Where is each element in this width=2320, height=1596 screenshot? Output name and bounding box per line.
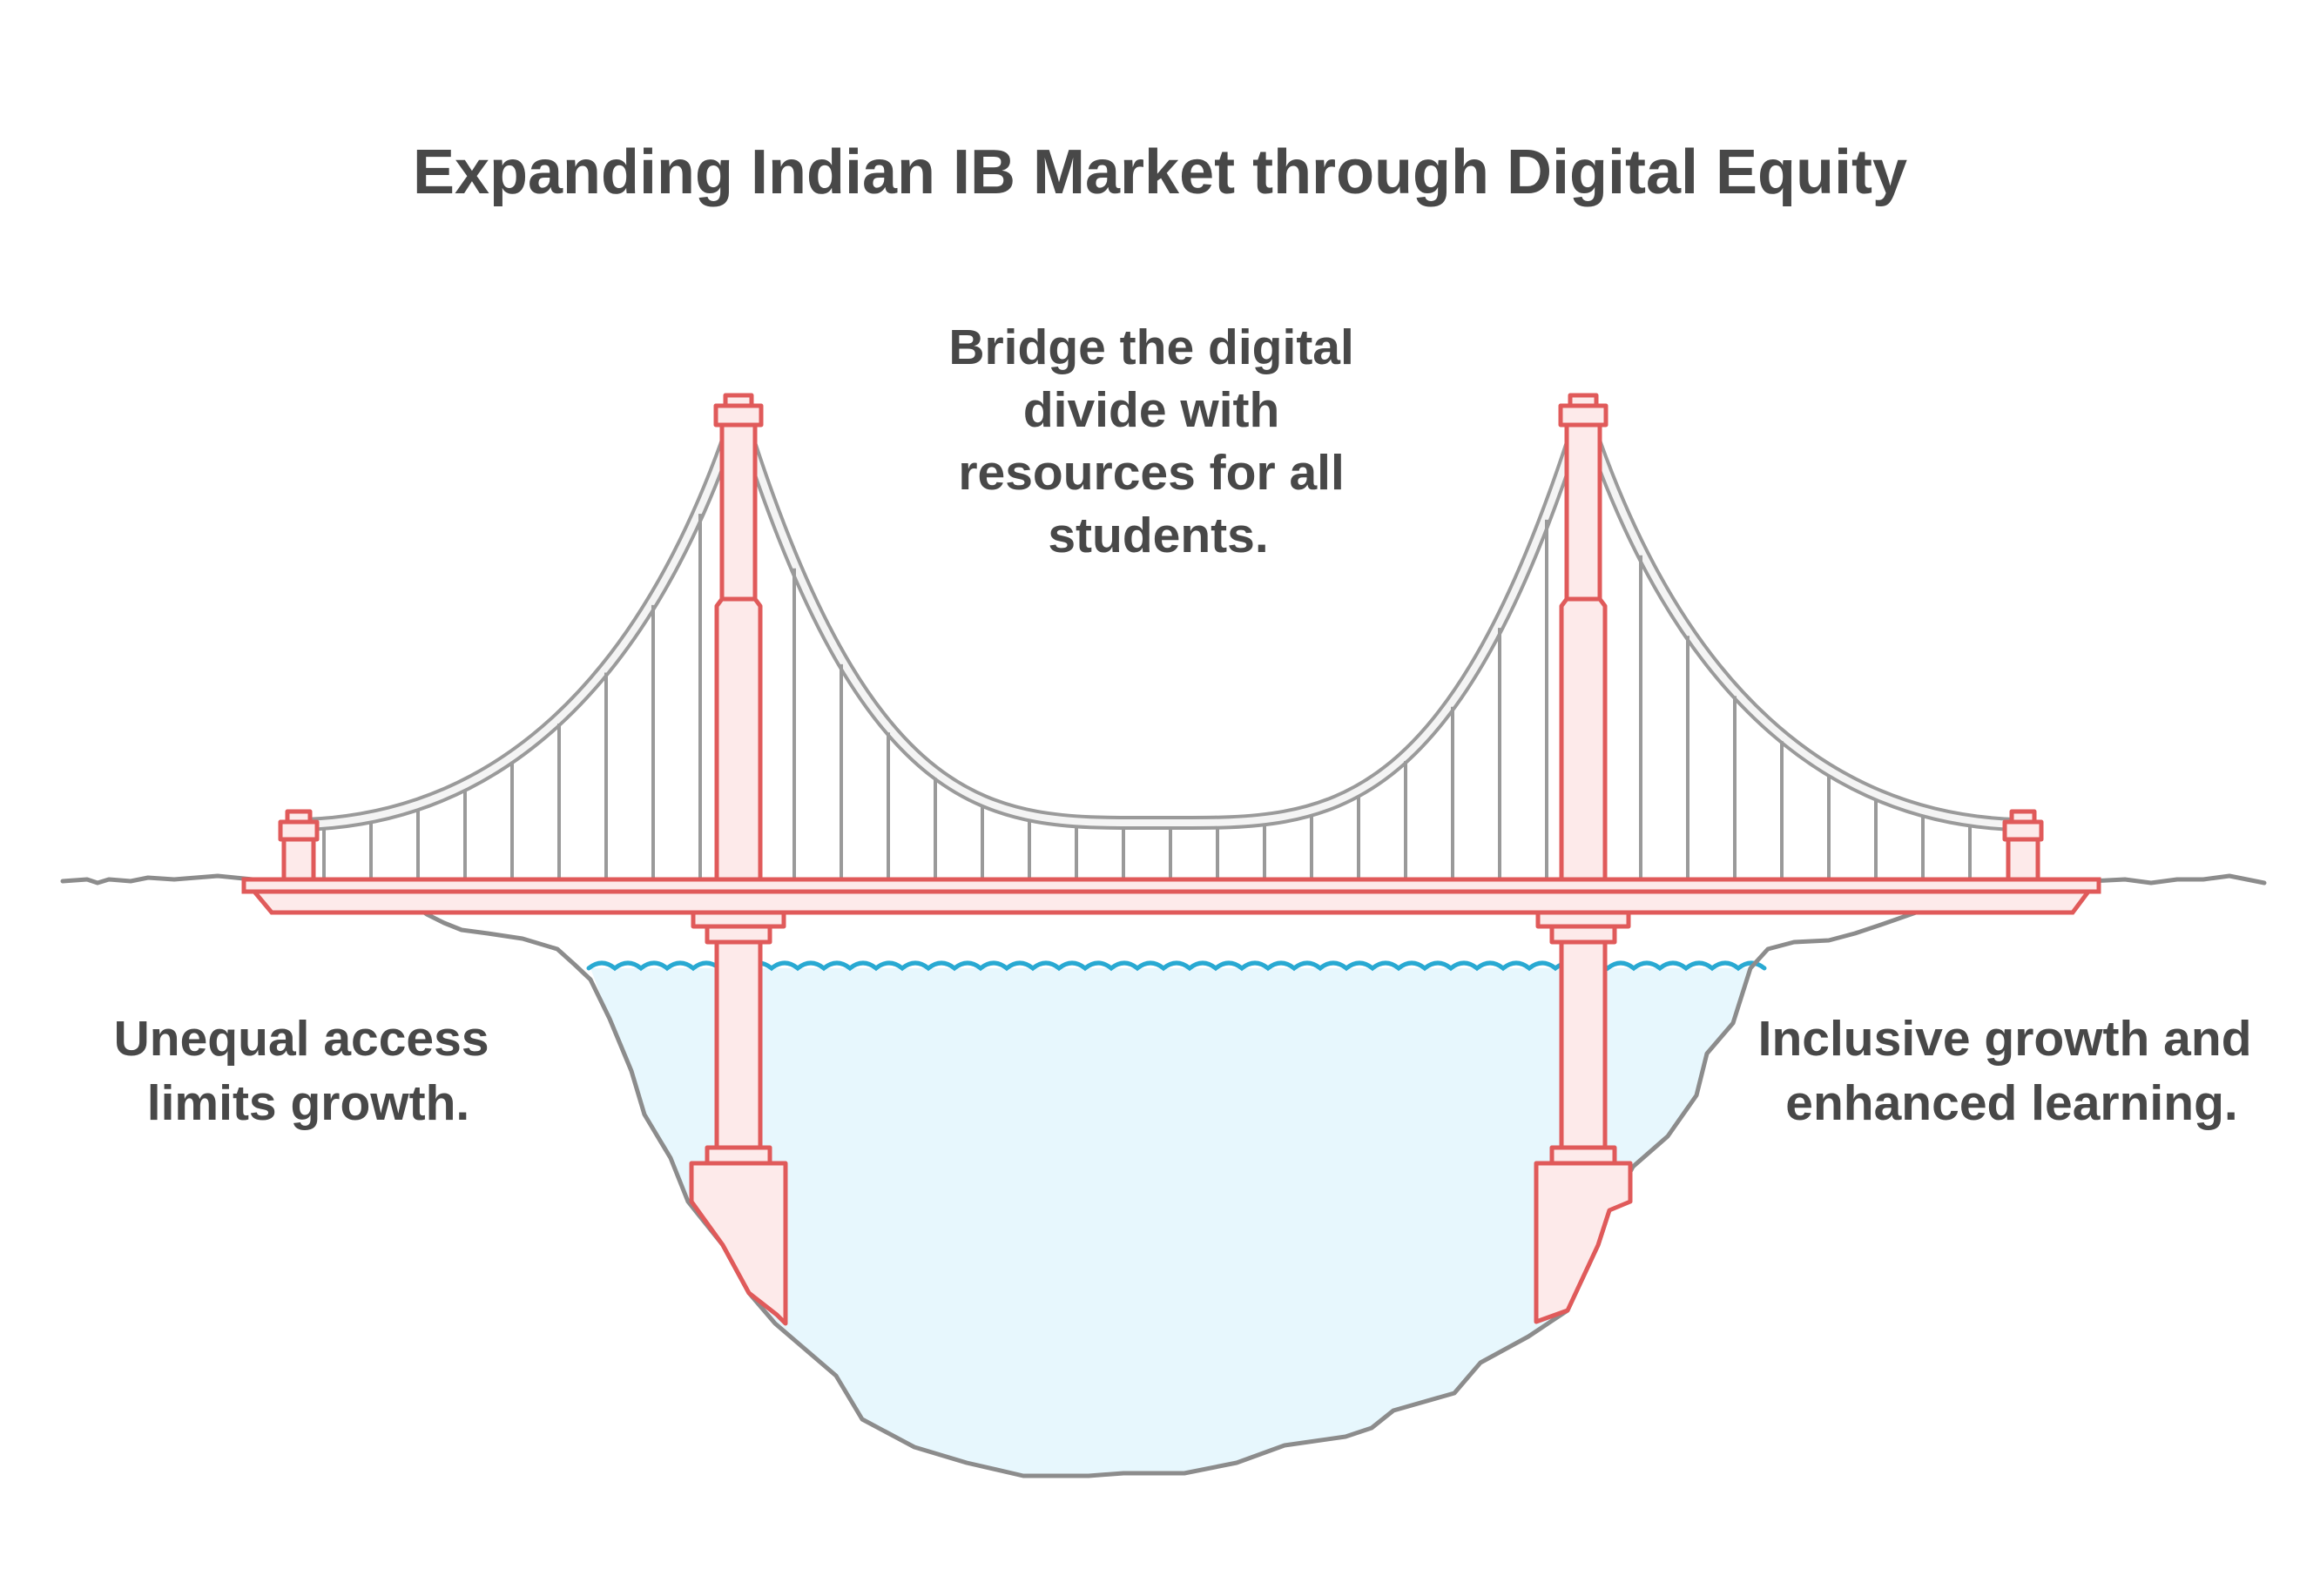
- caption-left: Unequal access limits growth.: [114, 1011, 503, 1131]
- gorge-outline: [250, 877, 2093, 1478]
- caption-right-line-2: enhanced learning.: [1785, 1075, 2237, 1131]
- right-tower: [1534, 393, 1633, 1324]
- caption-middle-line-4: students.: [1048, 508, 1268, 563]
- caption-left-line-2: limits growth.: [147, 1075, 470, 1131]
- main-cables: [298, 401, 2022, 832]
- river-water: [590, 968, 1750, 1476]
- caption-left-line-1: Unequal access: [114, 1011, 489, 1067]
- diagram-title: Expanding Indian IB Market through Digit…: [413, 138, 1907, 207]
- caption-middle-line-1: Bridge the digital: [948, 320, 1354, 375]
- left-tower: [689, 393, 788, 1326]
- cable-right-span: [1576, 401, 2022, 832]
- caption-middle-line-3: resources for all: [958, 445, 1345, 501]
- left-bank-ground: [60, 873, 255, 886]
- bridge-deck: [241, 877, 2101, 915]
- caption-middle-line-2: divide with: [1023, 382, 1280, 438]
- caption-middle: Bridge the digital divide with resources…: [948, 320, 1367, 563]
- caption-right-line-1: Inclusive growth and: [1758, 1011, 2252, 1067]
- left-anchor-pylon: [278, 809, 320, 882]
- right-anchor-pylon: [2002, 809, 2044, 882]
- cable-left-span: [298, 401, 745, 832]
- suspender-hangers: [322, 514, 1972, 879]
- right-bank-ground: [2087, 873, 2267, 886]
- caption-right: Inclusive growth and enhanced learning.: [1758, 1011, 2266, 1131]
